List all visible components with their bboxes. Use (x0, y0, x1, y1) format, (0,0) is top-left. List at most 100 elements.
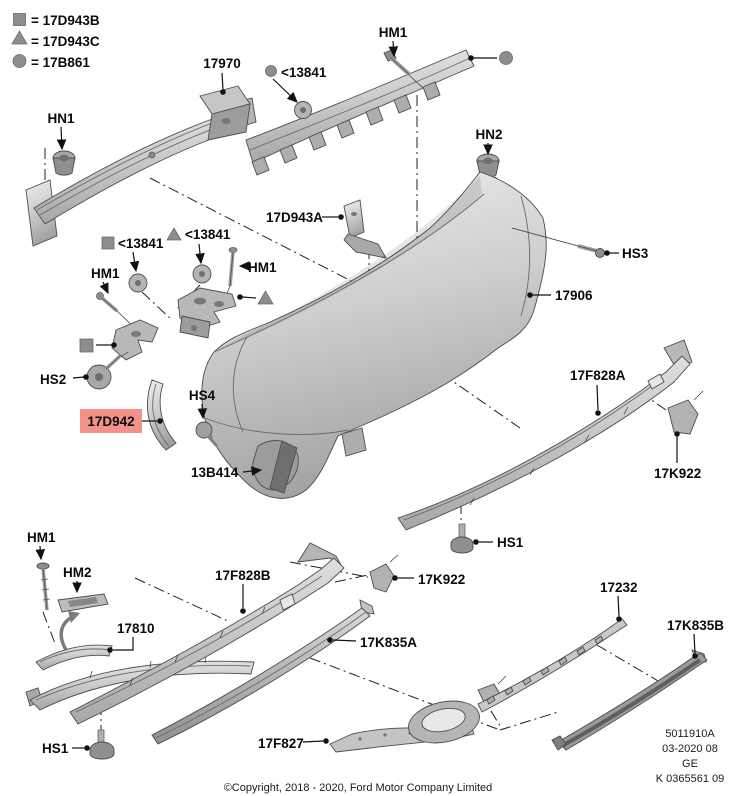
part-17k835a-strip (151, 599, 375, 745)
callout-hs1-mid-label[interactable]: HS1 (497, 535, 524, 550)
callout-17d943a-label[interactable]: 17D943A (266, 210, 323, 225)
callout-hm1-bottom[interactable]: HM1 (27, 530, 56, 561)
stamp-market: GE (682, 758, 698, 770)
square-symbol-icon (13, 13, 26, 26)
callout-17k835b-label[interactable]: 17K835B (667, 618, 724, 633)
callout-hm2-label[interactable]: HM2 (63, 565, 92, 580)
part-17k922-right (667, 390, 704, 435)
callout-hs1-mid[interactable]: HS1 (473, 535, 524, 550)
callout-17810-label[interactable]: 17810 (117, 621, 155, 636)
stamp-date: 03-2020 08 (662, 743, 718, 755)
fastener-hm1-mid-right (225, 247, 238, 297)
circle-symbol-icon (499, 51, 513, 65)
callout-17f828a[interactable]: 17F828A (570, 368, 626, 416)
square-symbol-icon (79, 338, 94, 353)
callout-13841-square-label[interactable]: <13841 (118, 236, 164, 251)
callout-13b414[interactable]: 13B414 (191, 465, 263, 480)
callout-17k922-bottom-label[interactable]: 17K922 (418, 572, 465, 587)
callout-hn1-label[interactable]: HN1 (47, 111, 74, 126)
callout-17906[interactable]: 17906 (527, 288, 593, 303)
callout-hm1-mid-right[interactable]: HM1 (238, 260, 277, 275)
part-17k922-bottom (369, 554, 399, 593)
callout-17906-label[interactable]: 17906 (555, 288, 593, 303)
callout-hs2[interactable]: HS2 (40, 372, 89, 387)
callout-17k835b[interactable]: 17K835B (667, 618, 724, 659)
part-grommet-triangle (192, 264, 212, 284)
part-17970-bracket (199, 85, 251, 141)
part-17d943a-bracket (343, 199, 387, 259)
callout-13b414-label[interactable]: 13B414 (191, 465, 239, 480)
part-17k835b-strip (551, 649, 708, 751)
callout-17f828b-label[interactable]: 17F828B (215, 568, 271, 583)
callout-17f827[interactable]: 17F827 (258, 736, 329, 751)
legend: = 17D943B = 17D943C = 17B861 (11, 13, 100, 70)
callout-17k835a[interactable]: 17K835A (327, 635, 417, 650)
callout-hs1-bottom[interactable]: HS1 (42, 741, 90, 756)
callout-hn2[interactable]: HN2 (475, 127, 503, 156)
part-side-bracket-upper (177, 287, 274, 339)
fastener-hs2 (86, 354, 122, 390)
fastener-hn1 (52, 150, 76, 176)
part-17f828a-valance (397, 339, 693, 531)
callout-17232[interactable]: 17232 (600, 580, 638, 622)
part-lower-moulding-left (25, 655, 255, 711)
callout-17f827-label[interactable]: 17F827 (258, 736, 304, 751)
callout-hm2[interactable]: HM2 (63, 565, 92, 594)
part-bumper-cover (201, 171, 547, 499)
callout-hm1-top[interactable]: HM1 (379, 25, 408, 58)
callout-17d942-highlighted[interactable]: 17D942 (80, 409, 163, 433)
callout-13841-circle-label[interactable]: <13841 (281, 65, 327, 80)
legend-circle-label: = 17B861 (31, 55, 90, 70)
fastener-hm1-mid-left (96, 292, 139, 332)
part-17d942-moulding (146, 379, 177, 451)
callout-hs4-label[interactable]: HS4 (189, 388, 216, 403)
copyright-text: ©Copyright, 2018 - 2020, Ford Motor Comp… (224, 782, 493, 794)
callout-hm1-mid-left-label[interactable]: HM1 (91, 266, 120, 281)
callout-hm1-mid-left[interactable]: HM1 (91, 266, 120, 295)
callout-17d942-label[interactable]: 17D942 (87, 414, 134, 429)
callout-17k922-bottom[interactable]: 17K922 (392, 572, 465, 587)
part-13b414-deflector (269, 440, 298, 494)
callout-17k922-right[interactable]: 17K922 (654, 431, 701, 481)
callout-17k835a-label[interactable]: 17K835A (360, 635, 417, 650)
part-grommet-square (128, 273, 148, 293)
callout-hs3[interactable]: HS3 (604, 246, 649, 261)
callout-17810[interactable]: 17810 (107, 621, 155, 653)
callout-hn2-label[interactable]: HN2 (475, 127, 502, 142)
stamp-number: 5011910A (665, 728, 715, 740)
callout-hs3-label[interactable]: HS3 (622, 246, 649, 261)
triangle-symbol-icon (166, 227, 182, 241)
part-17232-strip (477, 618, 628, 713)
callout-13841-triangle[interactable]: <13841 (166, 227, 231, 265)
fastener-hs1-bottom (89, 729, 115, 760)
callout-17970[interactable]: 17970 (203, 56, 241, 95)
circle-symbol-icon (265, 65, 277, 77)
legend-square-label: = 17D943B (31, 13, 100, 28)
callout-17970-label[interactable]: 17970 (203, 56, 241, 71)
callout-hs1-bottom-label[interactable]: HS1 (42, 741, 69, 756)
circle-symbol-icon (12, 54, 27, 68)
callout-13841-circle[interactable]: <13841 (265, 65, 327, 103)
callout-13841-triangle-label[interactable]: <13841 (185, 227, 231, 242)
highlight-box (80, 409, 142, 433)
part-17810-reflector (35, 644, 113, 671)
part-hm2-plate (57, 593, 109, 651)
callout-hs4[interactable]: HS4 (189, 388, 216, 420)
drawing-stamp: 5011910A 03-2020 08 GE K 0365561 09 (656, 728, 725, 785)
triangle-symbol-icon (257, 290, 274, 305)
callout-17k922-right-label[interactable]: 17K922 (654, 466, 701, 481)
callout-17d943a[interactable]: 17D943A (266, 210, 344, 225)
callout-13841-square[interactable]: <13841 (101, 236, 164, 273)
callout-hm1-bottom-label[interactable]: HM1 (27, 530, 56, 545)
square-symbol-icon (101, 236, 115, 250)
callout-17f828b[interactable]: 17F828B (215, 568, 271, 614)
callout-hn1[interactable]: HN1 (47, 111, 75, 151)
callout-17232-label[interactable]: 17232 (600, 580, 638, 595)
fastener-hs4 (195, 421, 219, 448)
callout-hm1-mid-right-label[interactable]: HM1 (248, 260, 277, 275)
callout-17f828a-label[interactable]: 17F828A (570, 368, 626, 383)
callout-hm1-top-label[interactable]: HM1 (379, 25, 408, 40)
callout-hs2-label[interactable]: HS2 (40, 372, 66, 387)
